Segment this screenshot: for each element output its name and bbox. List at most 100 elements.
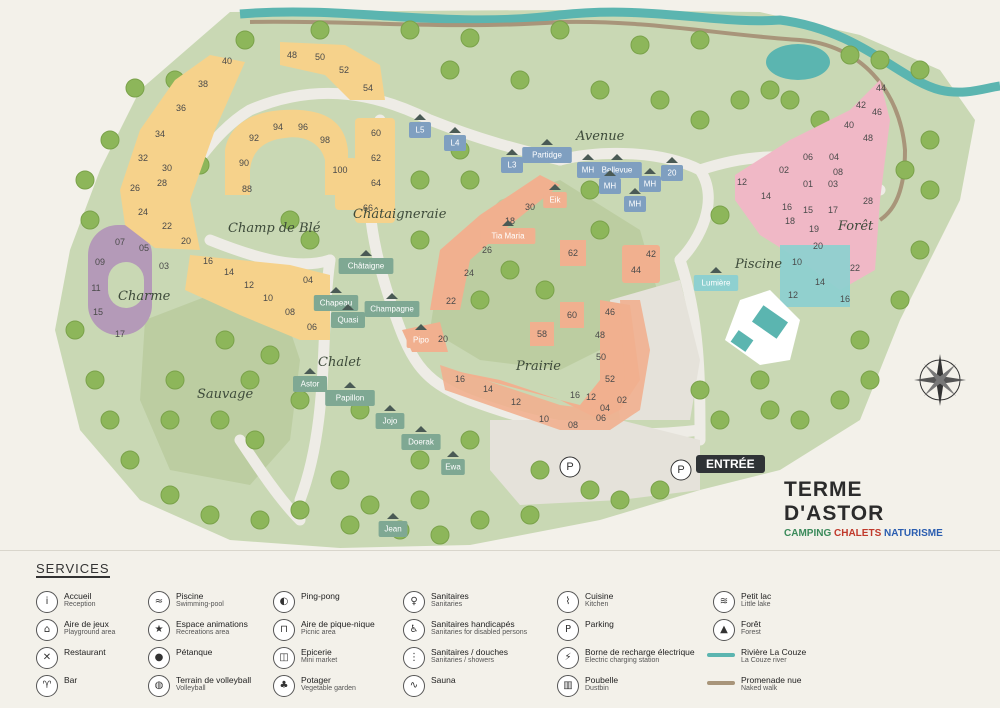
service-label: Sauna [431,675,456,685]
tree [100,130,120,150]
lot: 22 [850,263,860,273]
lot: 14 [224,267,234,277]
chalet-roof-icon [666,157,678,163]
tree [80,210,100,230]
chalet-roof-icon [604,170,616,176]
tree [590,80,610,100]
tree [460,430,480,450]
garden-icon: ♣ [273,675,295,697]
lot: 20 [813,241,823,251]
chalet-roof-icon [304,368,316,374]
lot: 16 [203,256,213,266]
lot: 04 [303,275,313,285]
tree [840,45,860,65]
tree [730,90,750,110]
service-label-en: Vegetable garden [301,685,356,692]
chalet-label: Jean [384,525,401,534]
zone-label-champ-de-ble: Champ de Blé [228,221,321,236]
chalet-roof-icon [384,405,396,411]
lot: 40 [222,56,232,66]
river-icon [707,653,735,657]
chalet-label: Jojo [383,417,398,426]
tree [360,495,380,515]
service-label-en: Playground area [64,629,116,636]
brand-subtitle: CAMPING CHALETS NATURISME [784,528,964,539]
chalet: Jean [378,513,408,537]
animation-icon: ★ [148,619,170,641]
lot: 18 [505,216,515,226]
tree [250,510,270,530]
chalet-label: Pipo [413,336,430,345]
tree [910,240,930,260]
brand-logo: TERME D'ASTOR CAMPING CHALETS NATURISME [784,478,964,539]
tree [65,320,85,340]
tree [830,390,850,410]
service-label: Sanitaires handicapés [431,619,515,629]
tree [300,230,320,250]
playground-icon: ⌂ [36,619,58,641]
chalet-label: Papillon [336,394,364,403]
lot: 46 [605,307,615,317]
tree [430,525,450,545]
lot: 17 [115,329,125,339]
campsite-map: 07 05 09 03 11 15 17 40 38 36 34 32 30 2… [55,7,1000,548]
service-label-en: Kitchen [585,601,609,608]
sauna-icon: ∿ [403,675,425,697]
service-label-en: Swimming-pool [176,601,224,608]
lot: 19 [809,224,819,234]
lot: 14 [483,384,493,394]
zone-label-avenue: Avenue [575,129,625,144]
lot: 22 [162,221,172,231]
chalet-roof-icon [449,127,461,133]
zone-label-sauvage: Sauvage [197,387,253,402]
tree [340,515,360,535]
lot: 50 [596,352,606,362]
chalet-roof-icon [549,184,561,190]
chalets: ChâtaigneChapeauChampagneQuasiAstorPapil… [293,114,739,537]
lot: 98 [320,135,330,145]
lot: 02 [617,395,627,405]
chalet: Astor [293,368,327,392]
tree [870,50,890,70]
lot: 40 [844,120,854,130]
tree [580,480,600,500]
service-item: ∿ Sauna [403,675,553,699]
service-label-en: Electric charging station [585,657,660,664]
shower-icon: ⋮ [403,647,425,669]
service-item: ♈Bar [36,675,186,699]
service-label: Parking [585,619,614,629]
lot: 52 [605,374,615,384]
lot: 01 [803,179,813,189]
chalet-roof-icon [387,513,399,519]
tree [410,170,430,190]
chalet: Champagne [364,293,420,317]
tree [85,370,105,390]
service-label: Poubelle [585,675,619,685]
lot: 20 [181,236,191,246]
tree [920,180,940,200]
chalet-label: L5 [416,126,425,135]
chalet-label: Champagne [370,305,414,314]
chalet-roof-icon [629,188,641,194]
chalet-label: Quasi [338,316,359,325]
tree [290,390,310,410]
tree [550,20,570,40]
chalet-label: MH [604,182,617,191]
prairie-lots: 16 14 12 10 08 06 04 02 52 50 48 46 60 5… [402,175,660,430]
service-label-en: Sanitaries / showers [431,657,495,664]
tree [210,410,230,430]
lot: 32 [138,153,148,163]
tree [710,205,730,225]
lot: 03 [828,179,838,189]
lot: 36 [176,103,186,113]
lot: 09 [95,257,105,267]
brand-sub-camping: CAMPING [784,528,832,539]
lot: 12 [244,280,254,290]
lot: 92 [249,133,259,143]
zone-label-charme: Charme [118,289,171,304]
lot: 60 [371,128,381,138]
